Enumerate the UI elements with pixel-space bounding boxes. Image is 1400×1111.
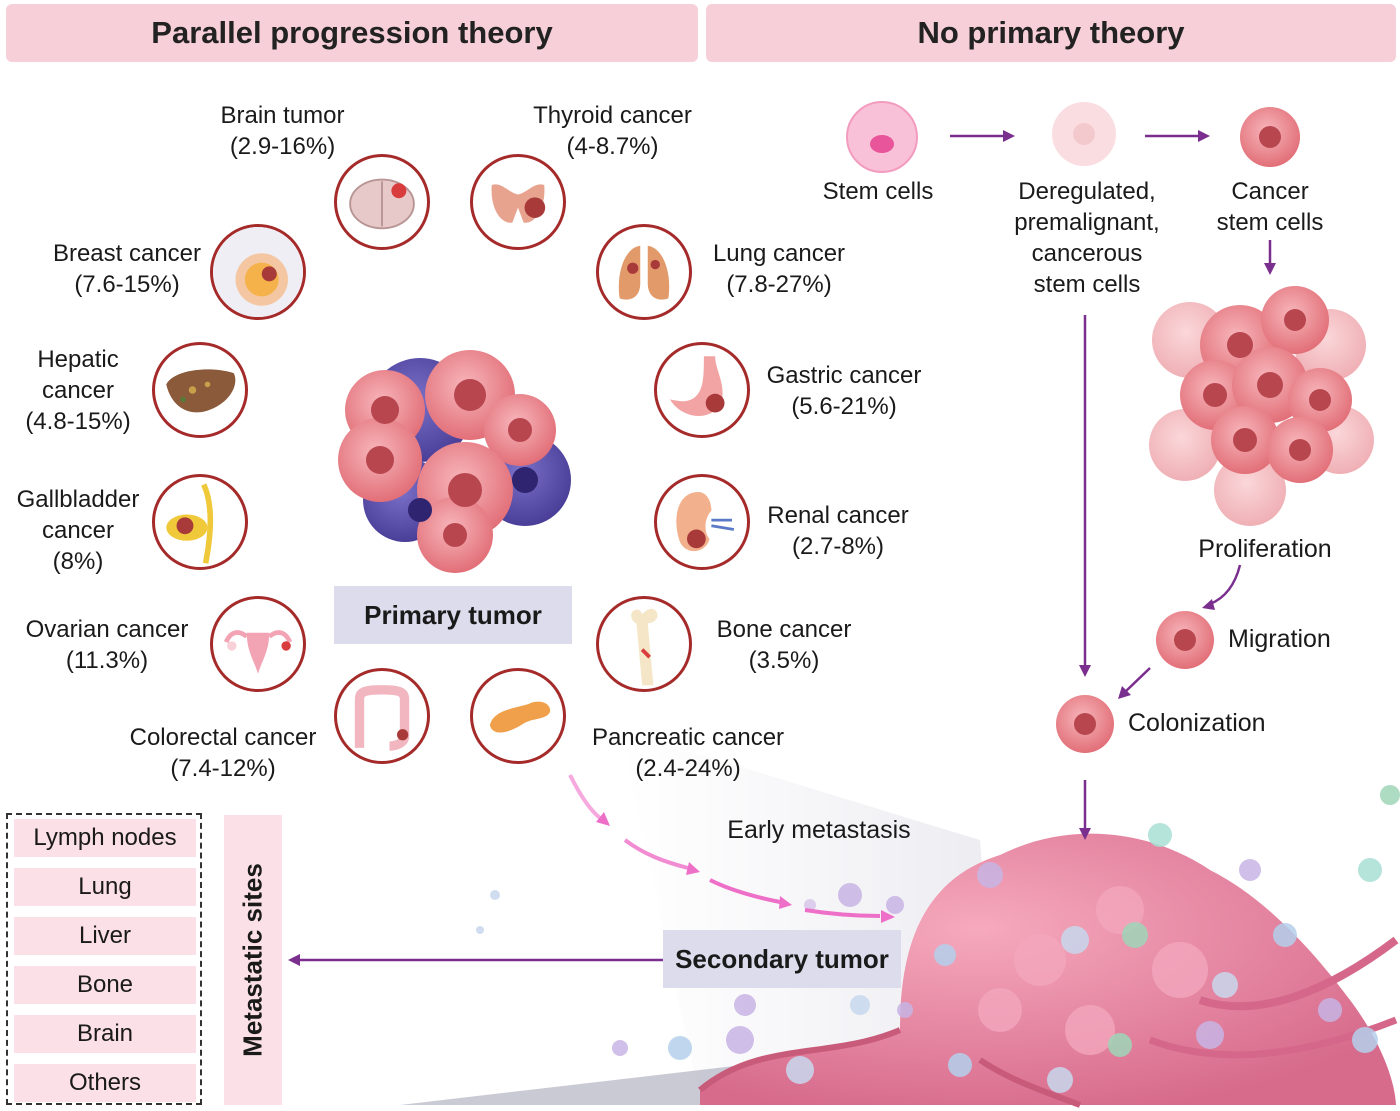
brain-tumor-label: Brain tumor(2.9-16%) (220, 102, 345, 160)
bone-icon (596, 596, 692, 692)
liver-icon (152, 342, 248, 438)
thyroid-icon (470, 154, 566, 250)
colorectal-cancer-label: Colorectal cancer(7.4-12%) (129, 724, 317, 782)
pancreas-icon (470, 668, 566, 764)
cancer-stem-cell-drawing (1240, 107, 1300, 167)
site-brain: Brain (14, 1015, 196, 1053)
site-others: Others (14, 1064, 196, 1102)
stem-cells-label: Stem cells (822, 178, 934, 205)
colon-icon (334, 668, 430, 764)
metastatic-sites-title: Metastatic sites (224, 815, 282, 1105)
migration-label: Migration (1228, 625, 1331, 653)
ovarian-cancer-label: Ovarian cancer(11.3%) (25, 616, 189, 674)
immune-cells (476, 785, 1400, 1093)
early-metastasis-label: Early metastasis (727, 816, 911, 844)
primary-tumor-label: Primary tumor (334, 586, 572, 644)
early-metastasis-arrows (568, 774, 895, 923)
proliferation-cluster (1149, 286, 1374, 526)
breast-icon (210, 224, 306, 320)
site-liver: Liver (14, 917, 196, 955)
renal-cancer-label: Renal cancer(2.7-8%) (767, 502, 909, 560)
metastatic-sites-list: Lymph nodes Lung Liver Bone Brain Others (6, 813, 202, 1105)
flow-arrows (288, 130, 1276, 966)
uterus-icon (210, 596, 306, 692)
lung-cancer-label: Lung cancer(7.8-27%) (712, 240, 846, 298)
gallbladder-icon (152, 474, 248, 570)
proliferation-label: Proliferation (1198, 535, 1332, 563)
gastric-cancer-label: Gastric cancer(5.6-21%) (766, 362, 922, 420)
lung-icon (596, 224, 692, 320)
primary-tumor-cluster (338, 350, 571, 573)
secondary-tumor-label: Secondary tumor (663, 930, 901, 988)
parallel-progression-header: Parallel progression theory (6, 4, 698, 62)
stem-cell-drawing (846, 101, 918, 173)
thyroid-cancer-label: Thyroid cancer(4-8.7%) (533, 102, 692, 160)
stomach-icon (654, 342, 750, 438)
site-lung: Lung (14, 868, 196, 906)
site-bone: Bone (14, 966, 196, 1004)
deregulated-cell-drawing (1052, 102, 1116, 166)
brain-icon (334, 154, 430, 250)
migration-cell-drawing (1156, 611, 1214, 669)
colonization-label: Colonization (1128, 709, 1266, 737)
bone-cancer-label: Bone cancer(3.5%) (716, 616, 852, 674)
kidney-icon (654, 474, 750, 570)
site-lymph-nodes: Lymph nodes (14, 819, 196, 857)
no-primary-header: No primary theory (706, 4, 1396, 62)
colonization-cell-drawing (1056, 695, 1114, 753)
breast-cancer-label: Breast cancer(7.6-15%) (52, 240, 202, 298)
pancreatic-cancer-label: Pancreatic cancer(2.4-24%) (591, 724, 785, 782)
